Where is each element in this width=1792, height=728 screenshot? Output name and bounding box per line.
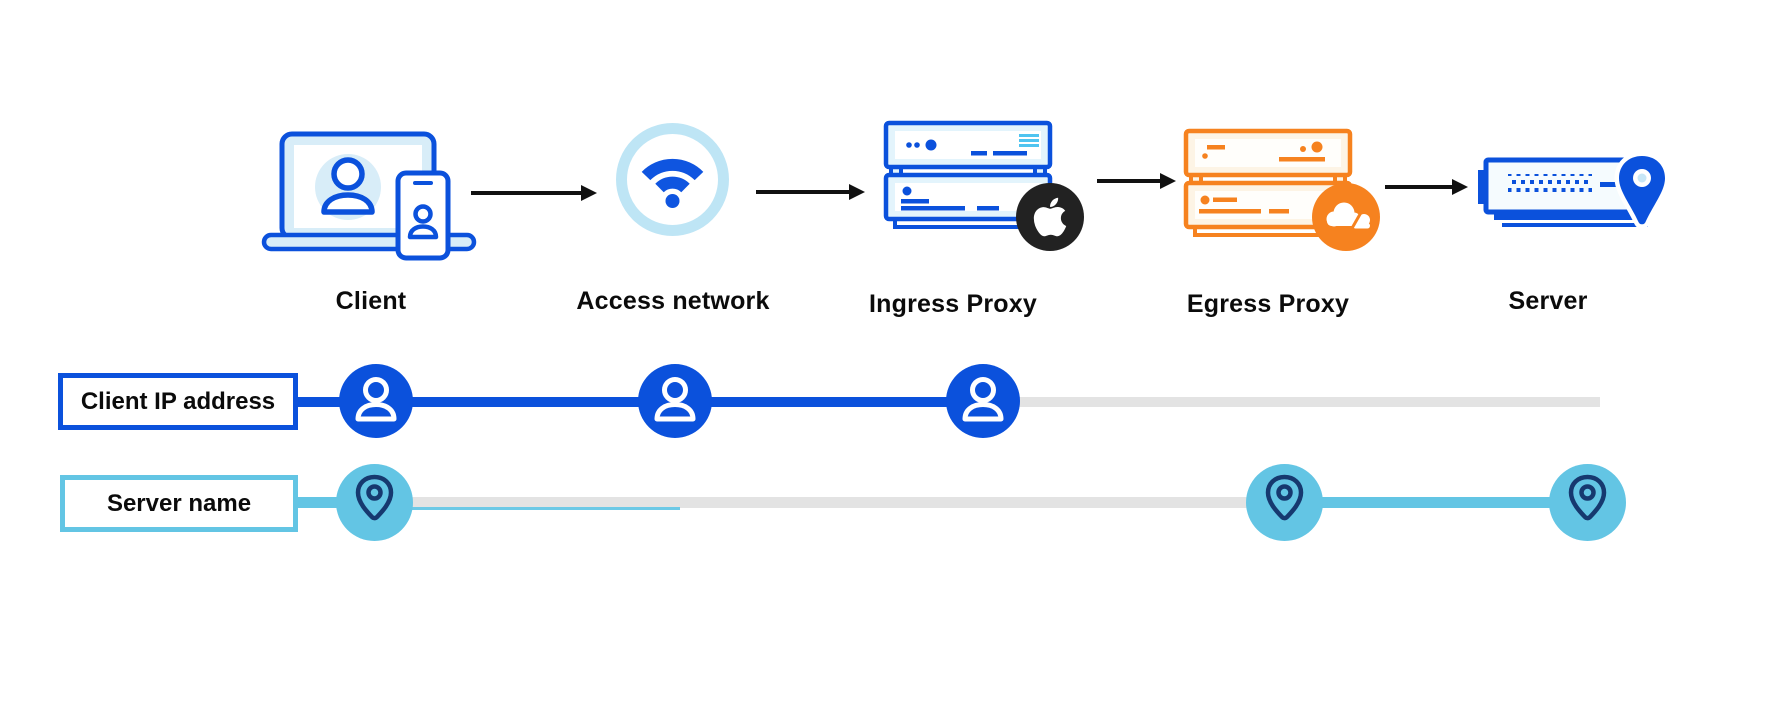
server-stack-icon [1183,128,1380,251]
server-name-thin-underline [410,507,680,510]
cloudflare-logo-icon [1312,183,1380,251]
server-stack-icon [883,120,1084,251]
flow-arrow [471,185,597,201]
wifi-icon [616,123,729,236]
flow-node-label-client: Client [335,287,407,315]
flow-node-label-access-network: Access network [576,287,770,315]
client-ip-label-box: Client IP address [58,373,298,430]
server-name-inactive-line [375,497,1247,508]
server-name-node-egress-proxy [1246,464,1323,541]
flow-arrow [1097,173,1176,189]
client-ip-node-client [339,364,413,438]
flow-node-label-server: Server [1508,287,1588,315]
location-pin-icon [355,474,394,521]
user-icon [654,377,696,422]
flow-node-label-egress-proxy: Egress Proxy [1186,290,1350,318]
user-icon [962,377,1004,422]
user-icon [355,377,397,422]
location-pin-icon [1265,474,1304,521]
location-pin-icon [1568,474,1607,521]
location-pin-icon [1614,151,1670,229]
client-ip-node-access-network [638,364,712,438]
client-ip-node-ingress-proxy [946,364,1020,438]
server-name-label: Server name [106,489,252,517]
apple-logo-icon [1016,183,1084,251]
server-name-active-line [1285,497,1588,508]
server-location-pin-icon [1478,151,1670,229]
flow-arrow [1385,179,1468,195]
client-ip-inactive-line [983,397,1600,407]
client-ip-label: Client IP address [80,387,276,415]
server-name-label-box: Server name [60,475,298,532]
flow-node-label-ingress-proxy: Ingress Proxy [869,290,1037,318]
laptop-user-icon [261,131,477,261]
server-name-node-client [336,464,413,541]
server-name-node-server [1549,464,1626,541]
flow-arrow [756,184,865,200]
